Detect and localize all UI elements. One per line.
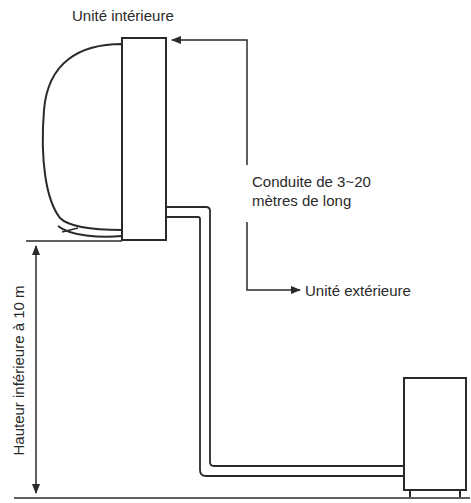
refrigerant-pipe <box>166 207 404 476</box>
indoor-unit <box>43 38 166 240</box>
unit-label-text: Unité intérieure <box>72 7 174 24</box>
outdoor-unit <box>404 378 466 497</box>
unit-label: Unité intérieure <box>72 6 232 25</box>
pipe-length-label-text: Conduite de 3~20 mètres de long <box>252 173 371 209</box>
height-label-text: Hauteur inférieure à 10 m <box>10 285 27 455</box>
height-label: Hauteur inférieure à 10 m <box>9 285 28 455</box>
pipe-length-label: Conduite de 3~20 mètres de long <box>252 172 402 210</box>
height-dimension <box>14 241 470 498</box>
unit-label: Unité extérieure <box>305 281 465 300</box>
unit-label-text: Unité extérieure <box>305 282 411 299</box>
pipe-length-leader <box>172 40 300 290</box>
